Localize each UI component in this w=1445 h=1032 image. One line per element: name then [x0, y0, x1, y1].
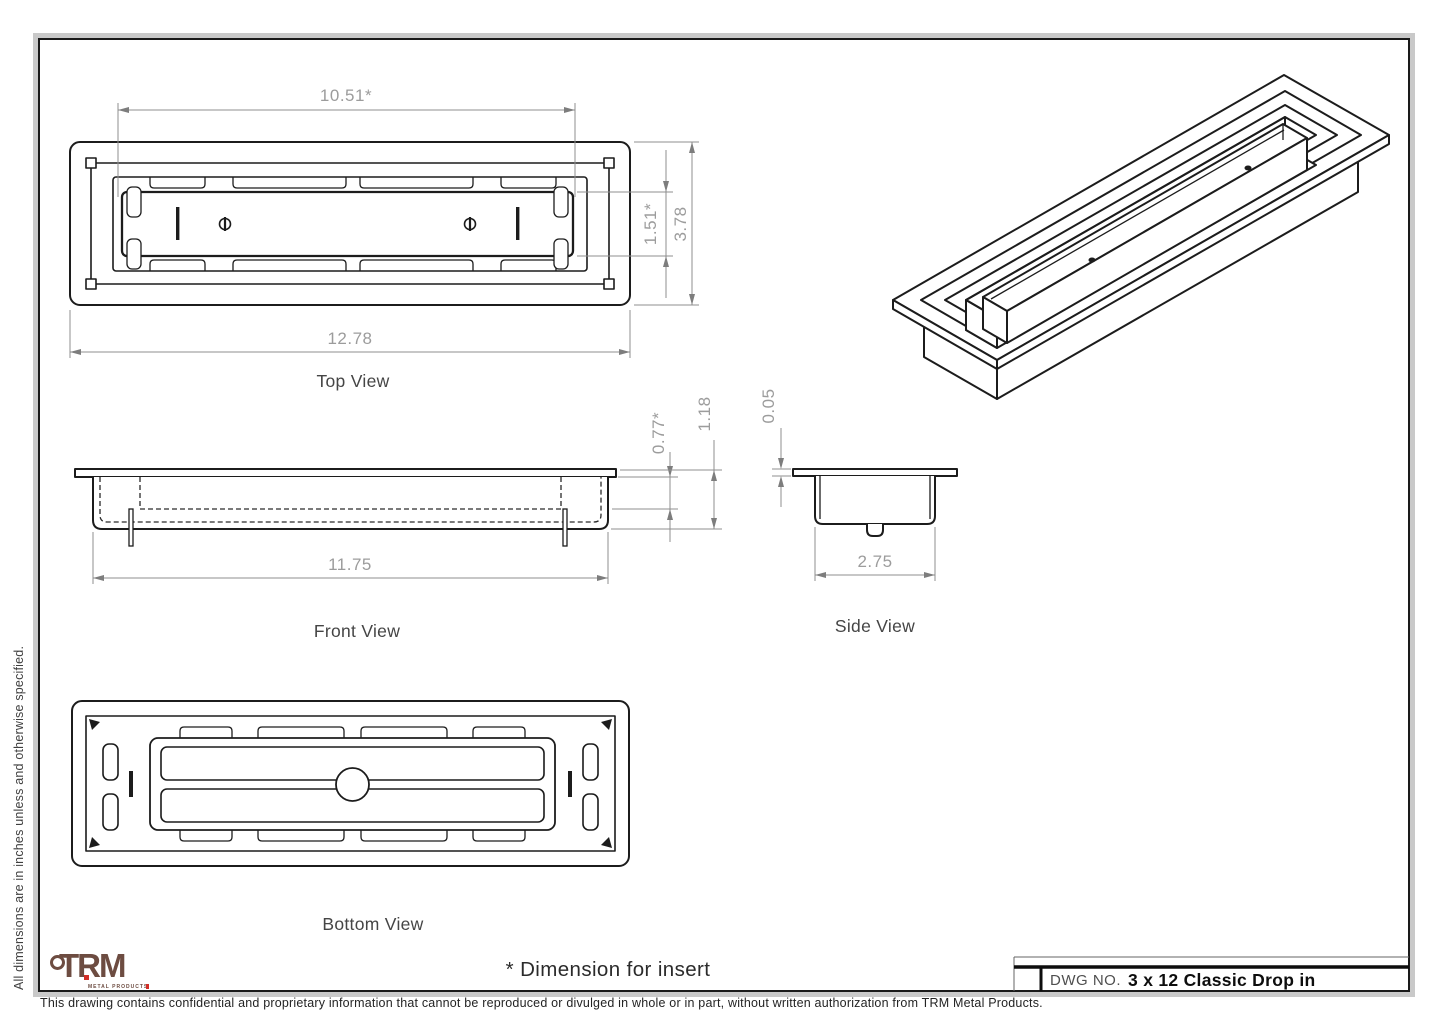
- logo-subtitle-red-mark: [146, 984, 149, 989]
- logo-red-mark: [84, 975, 89, 980]
- side-view-flange: [792, 468, 958, 477]
- dim-side-width: 2.75: [857, 552, 892, 571]
- dim-overall-width: 12.78: [327, 329, 372, 348]
- side-view-drawing: [792, 468, 958, 537]
- dwg-no-label: DWG NO.: [1050, 972, 1121, 989]
- front-view-hidden-insert: [139, 477, 562, 510]
- side-view-label: Side View: [835, 616, 915, 636]
- logo-subtitle: METAL PRODUCTS: [88, 984, 149, 990]
- dim-overall-depth: 1.18: [695, 396, 714, 431]
- slot-right: [516, 207, 520, 240]
- trm-logo: TRM METAL PRODUCTS: [50, 948, 160, 992]
- bottom-view-center-hole: [335, 767, 370, 802]
- bottom-view-inner: [85, 715, 616, 852]
- logo-text: TRM: [59, 947, 126, 984]
- slot-left: [176, 207, 180, 240]
- side-view-dimensions: 0.05 2.75: [759, 388, 936, 581]
- front-view-flange: [74, 468, 617, 478]
- bottom-view-insert-frame: [149, 737, 556, 831]
- top-view-dimensions: 10.51* 12.78 3.78 1.51*: [69, 86, 699, 358]
- dim-overall-height: 3.78: [671, 206, 690, 241]
- dim-flange-thickness: 0.05: [759, 388, 778, 423]
- top-view-label: Top View: [316, 371, 389, 391]
- dim-insert-width: 10.51*: [320, 86, 372, 105]
- top-view-opening: [112, 176, 588, 272]
- dim-insert-height: 1.51*: [641, 203, 660, 245]
- units-note: All dimensions are in inches unless and …: [12, 645, 26, 990]
- front-view-dimensions: 11.75 0.77* 1.18: [92, 396, 722, 584]
- front-view-leg-right: [562, 508, 568, 547]
- title-block: DWG NO. 3 x 12 Classic Drop in: [1013, 956, 1409, 991]
- insert-dimension-note: * Dimension for insert: [506, 958, 711, 981]
- front-view-tray: [92, 477, 609, 530]
- top-view-flange-step: [90, 162, 610, 285]
- top-view-drawing: [69, 141, 631, 306]
- side-view-tab: [866, 524, 884, 537]
- isometric-view-drawing: [892, 74, 1390, 400]
- dwg-no-value: 3 x 12 Classic Drop in: [1128, 970, 1316, 990]
- bottom-view-drawing: [71, 700, 630, 867]
- iso-screw-dot-left: [1088, 257, 1096, 263]
- footer-disclaimer: This drawing contains confidential and p…: [40, 996, 1043, 1010]
- dim-tray-width: 11.75: [328, 555, 372, 574]
- side-view-tray: [814, 476, 936, 525]
- logo-ring-icon: [50, 955, 65, 970]
- top-view-insert: [120, 190, 575, 258]
- dim-insert-depth: 0.77*: [649, 412, 668, 454]
- iso-screw-dot-right: [1244, 165, 1252, 171]
- bottom-view-label: Bottom View: [322, 914, 423, 934]
- front-view-label: Front View: [314, 621, 400, 641]
- front-view-drawing: [74, 468, 617, 547]
- front-view-leg-left: [128, 508, 134, 547]
